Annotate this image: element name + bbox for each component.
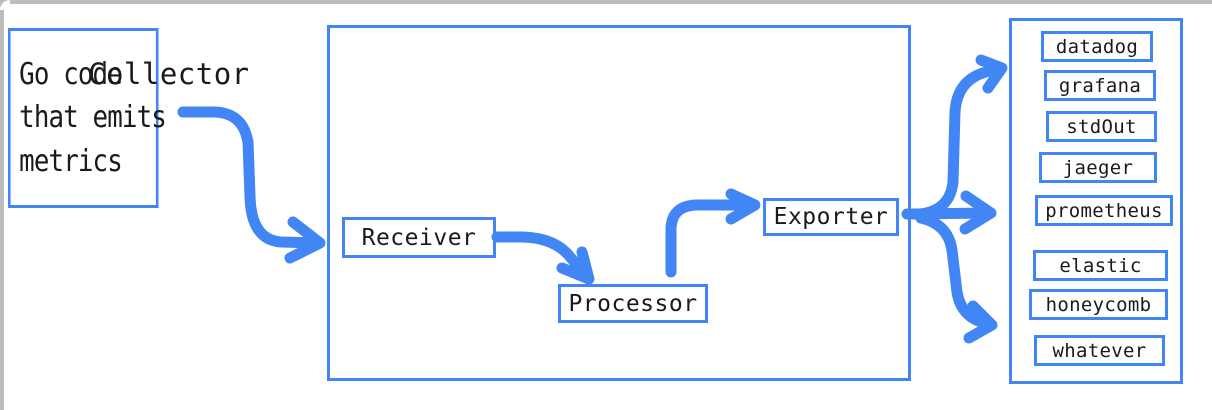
go-code-source-line-1: Go code — [19, 56, 123, 92]
viewport-left-edge — [0, 0, 4, 410]
arrow-exporter-to-backends-down — [915, 212, 998, 344]
backend-item-elastic: elastic — [1033, 250, 1168, 281]
go-code-source-line-2: that emits — [19, 100, 167, 136]
collector-title: Collector — [88, 57, 250, 91]
backend-item-honeycomb: honeycomb — [1029, 289, 1168, 320]
viewport-corner — [0, 0, 10, 10]
backend-item-prometheus: prometheus — [1035, 195, 1173, 226]
arrow-exporter-to-backends-up — [915, 54, 1008, 220]
processor-box: Processor — [558, 284, 708, 323]
backend-item-grafana: grafana — [1044, 70, 1156, 101]
backend-item-datadog: datadog — [1041, 31, 1153, 62]
exporter-box: Exporter — [763, 198, 899, 236]
backend-item-jaeger: jaeger — [1039, 152, 1157, 183]
backend-item-whatever: whatever — [1034, 335, 1165, 366]
arrow-exporter-to-backends-mid — [909, 190, 997, 235]
arrow-source-to-receiver — [177, 106, 326, 264]
receiver-box: Receiver — [342, 217, 496, 258]
go-code-source-box: Go code that emits metrics — [8, 28, 167, 208]
viewport-top-edge — [0, 0, 1212, 4]
backend-item-stdOut: stdOut — [1046, 111, 1157, 142]
go-code-source-line-3: metrics — [19, 143, 123, 179]
